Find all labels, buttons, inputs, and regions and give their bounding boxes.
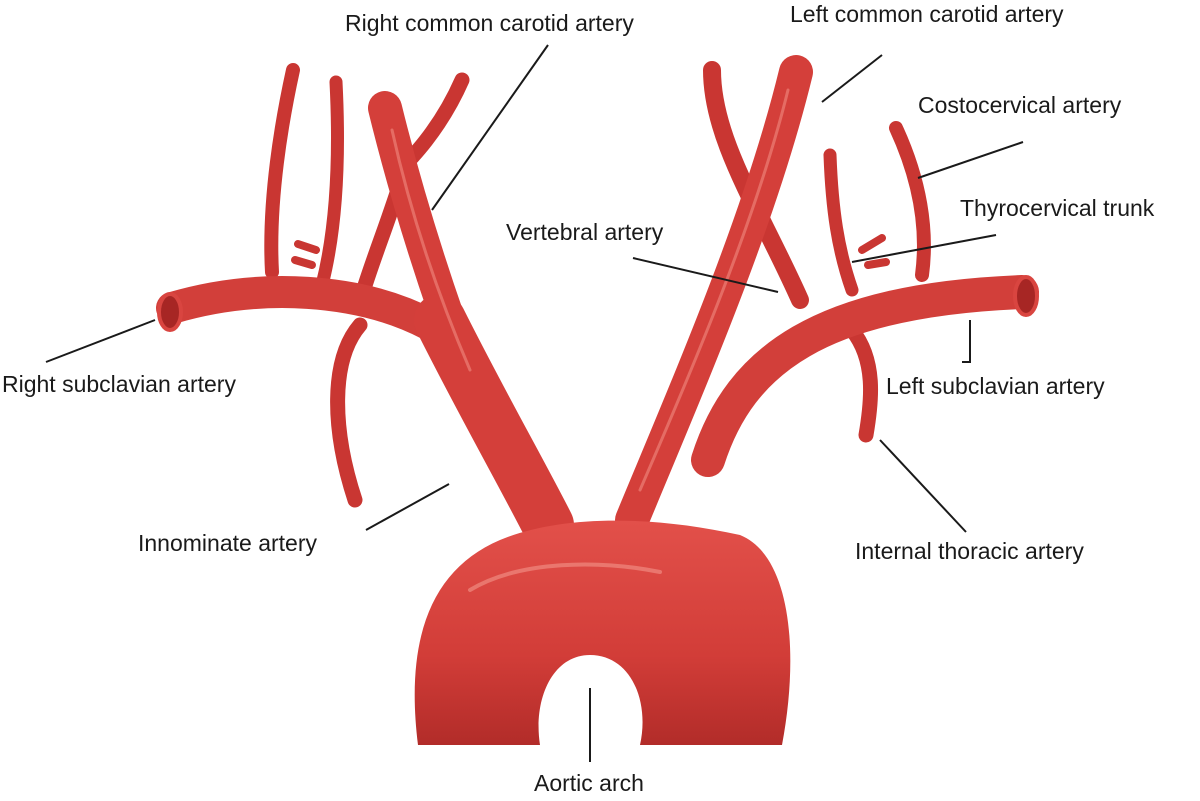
label-left-common-carotid: Left common carotid artery <box>790 1 1064 27</box>
right-subclavian-vessel <box>156 276 446 341</box>
left-subclavian-opening <box>1013 275 1039 317</box>
aortic-arch-vessel <box>414 520 791 745</box>
right-vessel-to-carotid <box>354 182 406 303</box>
left-small-branch-2 <box>864 258 890 269</box>
right-vertebral-vessel <box>264 63 300 279</box>
right-small-branch-2 <box>294 240 320 254</box>
leader-thyrocervical <box>851 234 997 263</box>
carotid-highlight <box>390 128 472 372</box>
label-costocervical: Costocervical artery <box>918 92 1122 118</box>
left-vertebral-vessel <box>703 61 809 309</box>
left-costocervical-vessel <box>889 121 931 282</box>
left-carotid-highlight <box>638 88 790 492</box>
right-small-branch-1 <box>291 256 316 269</box>
leader-costocervical <box>917 141 1024 179</box>
label-left-subclavian: Left subclavian artery <box>886 373 1105 399</box>
label-aortic-arch: Aortic arch <box>534 770 644 796</box>
leader-left-common-carotid <box>821 54 883 103</box>
label-thyrocervical: Thyrocervical trunk <box>960 195 1155 221</box>
leader-right-common-carotid <box>431 44 549 211</box>
leader-left-subclavian <box>962 320 971 363</box>
label-right-common-carotid: Right common carotid artery <box>345 10 634 36</box>
label-innominate: Innominate artery <box>138 530 317 556</box>
leader-vertebral <box>632 257 779 293</box>
leader-right-subclavian <box>45 319 156 363</box>
label-right-subclavian: Right subclavian artery <box>2 371 236 397</box>
right-internal-thoracic-vessel <box>330 317 368 508</box>
right-thyrocervical-vessel <box>315 75 344 292</box>
left-thyrocervical-vessel <box>823 148 859 297</box>
innominate-vessel <box>414 294 574 551</box>
label-vertebral: Vertebral artery <box>506 219 664 245</box>
right-subclavian-opening <box>157 292 183 332</box>
left-internal-thoracic-vessel <box>844 322 879 443</box>
leader-internal-thoracic <box>879 439 967 533</box>
leader-innominate <box>365 483 450 531</box>
left-subclavian-vessel <box>691 275 1039 477</box>
left-small-branch-1 <box>858 234 886 254</box>
label-internal-thoracic: Internal thoracic artery <box>855 538 1084 564</box>
arch-highlight <box>468 562 662 592</box>
left-common-carotid-vessel <box>615 55 813 537</box>
